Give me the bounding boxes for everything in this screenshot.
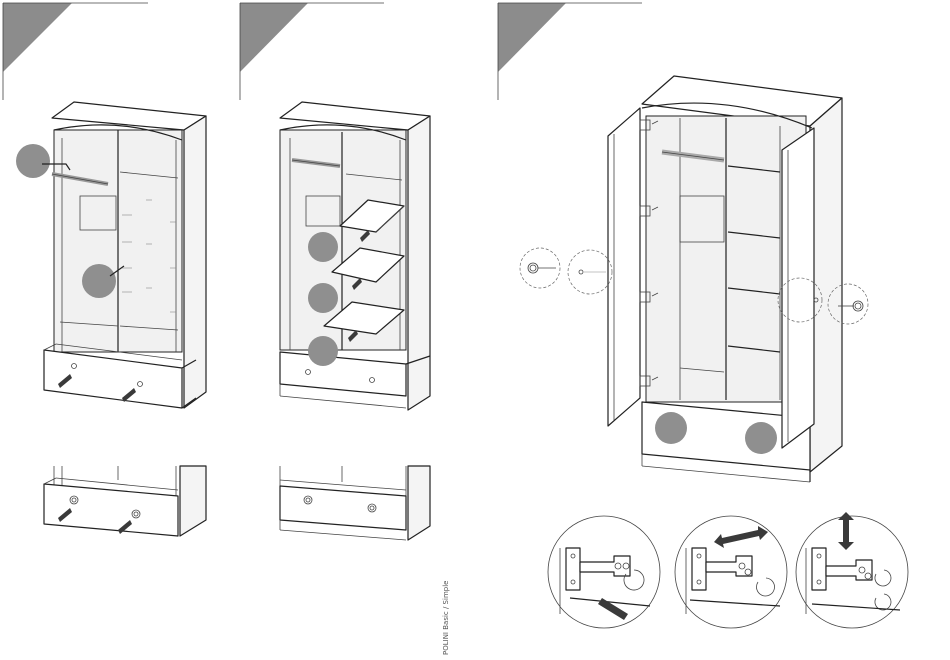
callout-marker [745, 422, 777, 454]
callout-marker [308, 232, 338, 262]
credit-text: POLINI Basic / Simple [442, 581, 450, 655]
callout-marker [82, 264, 116, 298]
callout-marker [308, 283, 338, 313]
callout-marker [655, 412, 687, 444]
step-3-header [498, 3, 642, 100]
hinge-detail-height [796, 512, 908, 628]
step-1-wardrobe [16, 102, 206, 408]
step-1-drawer-detail [44, 466, 206, 536]
step-2-header [240, 3, 384, 100]
step-2-wardrobe [280, 102, 430, 410]
callout-marker [16, 144, 50, 178]
step-1-header [3, 3, 148, 100]
step-2-drawer-detail [280, 466, 430, 540]
callout-marker [308, 336, 338, 366]
hinge-detail-side [675, 516, 787, 628]
hinge-detail-depth [548, 516, 660, 628]
step-3-wardrobe [520, 76, 868, 482]
